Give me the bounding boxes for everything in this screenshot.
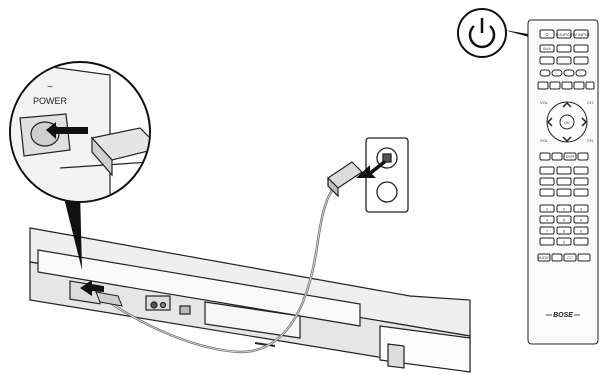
remote-number-key[interactable] — [556, 226, 572, 235]
power-button-callout — [457, 8, 540, 58]
remote-number-key[interactable] — [573, 237, 589, 246]
power-icon — [468, 25, 496, 49]
remote-bottom-row — [537, 253, 591, 262]
remote-number-key[interactable] — [573, 215, 589, 224]
source-label: SOURCE — [555, 32, 572, 37]
remote-stb-button[interactable] — [556, 56, 572, 65]
remote-number-label: 3 — [580, 207, 583, 212]
insert-arrow-icon — [46, 122, 88, 139]
remote-power-button[interactable] — [539, 29, 555, 39]
dvr-label: DVR — [566, 154, 575, 159]
ch-down-label: CH — [587, 138, 593, 143]
remote-tv-button[interactable] — [539, 56, 555, 65]
remote-bluetooth-button[interactable] — [573, 44, 589, 53]
remote-number-label: 6 — [580, 218, 583, 223]
soundbar — [29, 227, 471, 373]
remote-number-key[interactable] — [556, 215, 572, 224]
dpad-left-icon[interactable] — [546, 117, 553, 127]
remote-number-key[interactable] — [556, 204, 572, 213]
remote-playback-row — [539, 152, 589, 161]
remote-number-label: 4 — [546, 218, 549, 223]
remote-tv-input-button[interactable] — [573, 29, 589, 39]
remote-number-label: 5 — [563, 218, 566, 223]
dpad-down-icon[interactable] — [562, 136, 572, 143]
ok-label: OK — [564, 120, 570, 125]
svg-text:⏻: ⏻ — [545, 32, 549, 37]
power-label: POWER — [33, 96, 68, 106]
remote-number-label: 8 — [563, 229, 566, 234]
remote-number-key[interactable] — [539, 215, 555, 224]
remote-transport-keys — [539, 166, 589, 197]
remote-number-label: 1 — [546, 207, 549, 212]
remote-key-button[interactable] — [556, 44, 572, 53]
audio-label: AUDIO — [538, 255, 551, 260]
remote-number-key[interactable] — [556, 237, 572, 246]
tv-input-label: TV INPUT — [572, 32, 591, 37]
vol-up-label: VOL — [540, 100, 549, 105]
remote-number-key[interactable] — [539, 204, 555, 213]
wall-outlet — [365, 137, 409, 213]
remote-top-row — [539, 29, 589, 39]
dpad-right-icon[interactable] — [581, 117, 588, 127]
remote-number-label: 9 — [580, 229, 583, 234]
remote-function-row — [537, 81, 595, 90]
power-tilde: ~ — [47, 82, 53, 93]
remote-number-key[interactable] — [573, 204, 589, 213]
remote-aux-button[interactable] — [539, 44, 555, 53]
remote-number-pad: 1 2 3 4 5 6 7 8 9 0 — [539, 204, 589, 246]
remote-number-key[interactable] — [539, 237, 555, 246]
remote-number-key[interactable] — [573, 226, 589, 235]
aux-label: AUX — [543, 46, 552, 51]
dpad-up-icon[interactable] — [562, 101, 572, 108]
brand-logo: BOSE — [553, 312, 573, 319]
vol-down-label: VOL — [540, 138, 549, 143]
ch-up-label: CH — [587, 100, 593, 105]
remote-control: ⏻ SOURCE TV INPUT AUX — [527, 19, 599, 345]
cc-label: CC — [567, 255, 573, 260]
remote-number-key[interactable] — [539, 226, 555, 235]
remote-dpad — [546, 101, 588, 143]
remote-source-button[interactable] — [556, 29, 572, 39]
callout-pointer — [62, 190, 82, 270]
remote-ok-button[interactable] — [559, 114, 575, 130]
wall-plug — [327, 161, 363, 198]
remote-pill-row-1 — [539, 69, 587, 77]
remote-number-label: 7 — [546, 229, 549, 234]
remote-game-button[interactable] — [573, 56, 589, 65]
remote-number-label: 2 — [563, 207, 566, 212]
plug-arrow-icon — [356, 160, 386, 178]
remote-number-label: 0 — [563, 240, 566, 245]
